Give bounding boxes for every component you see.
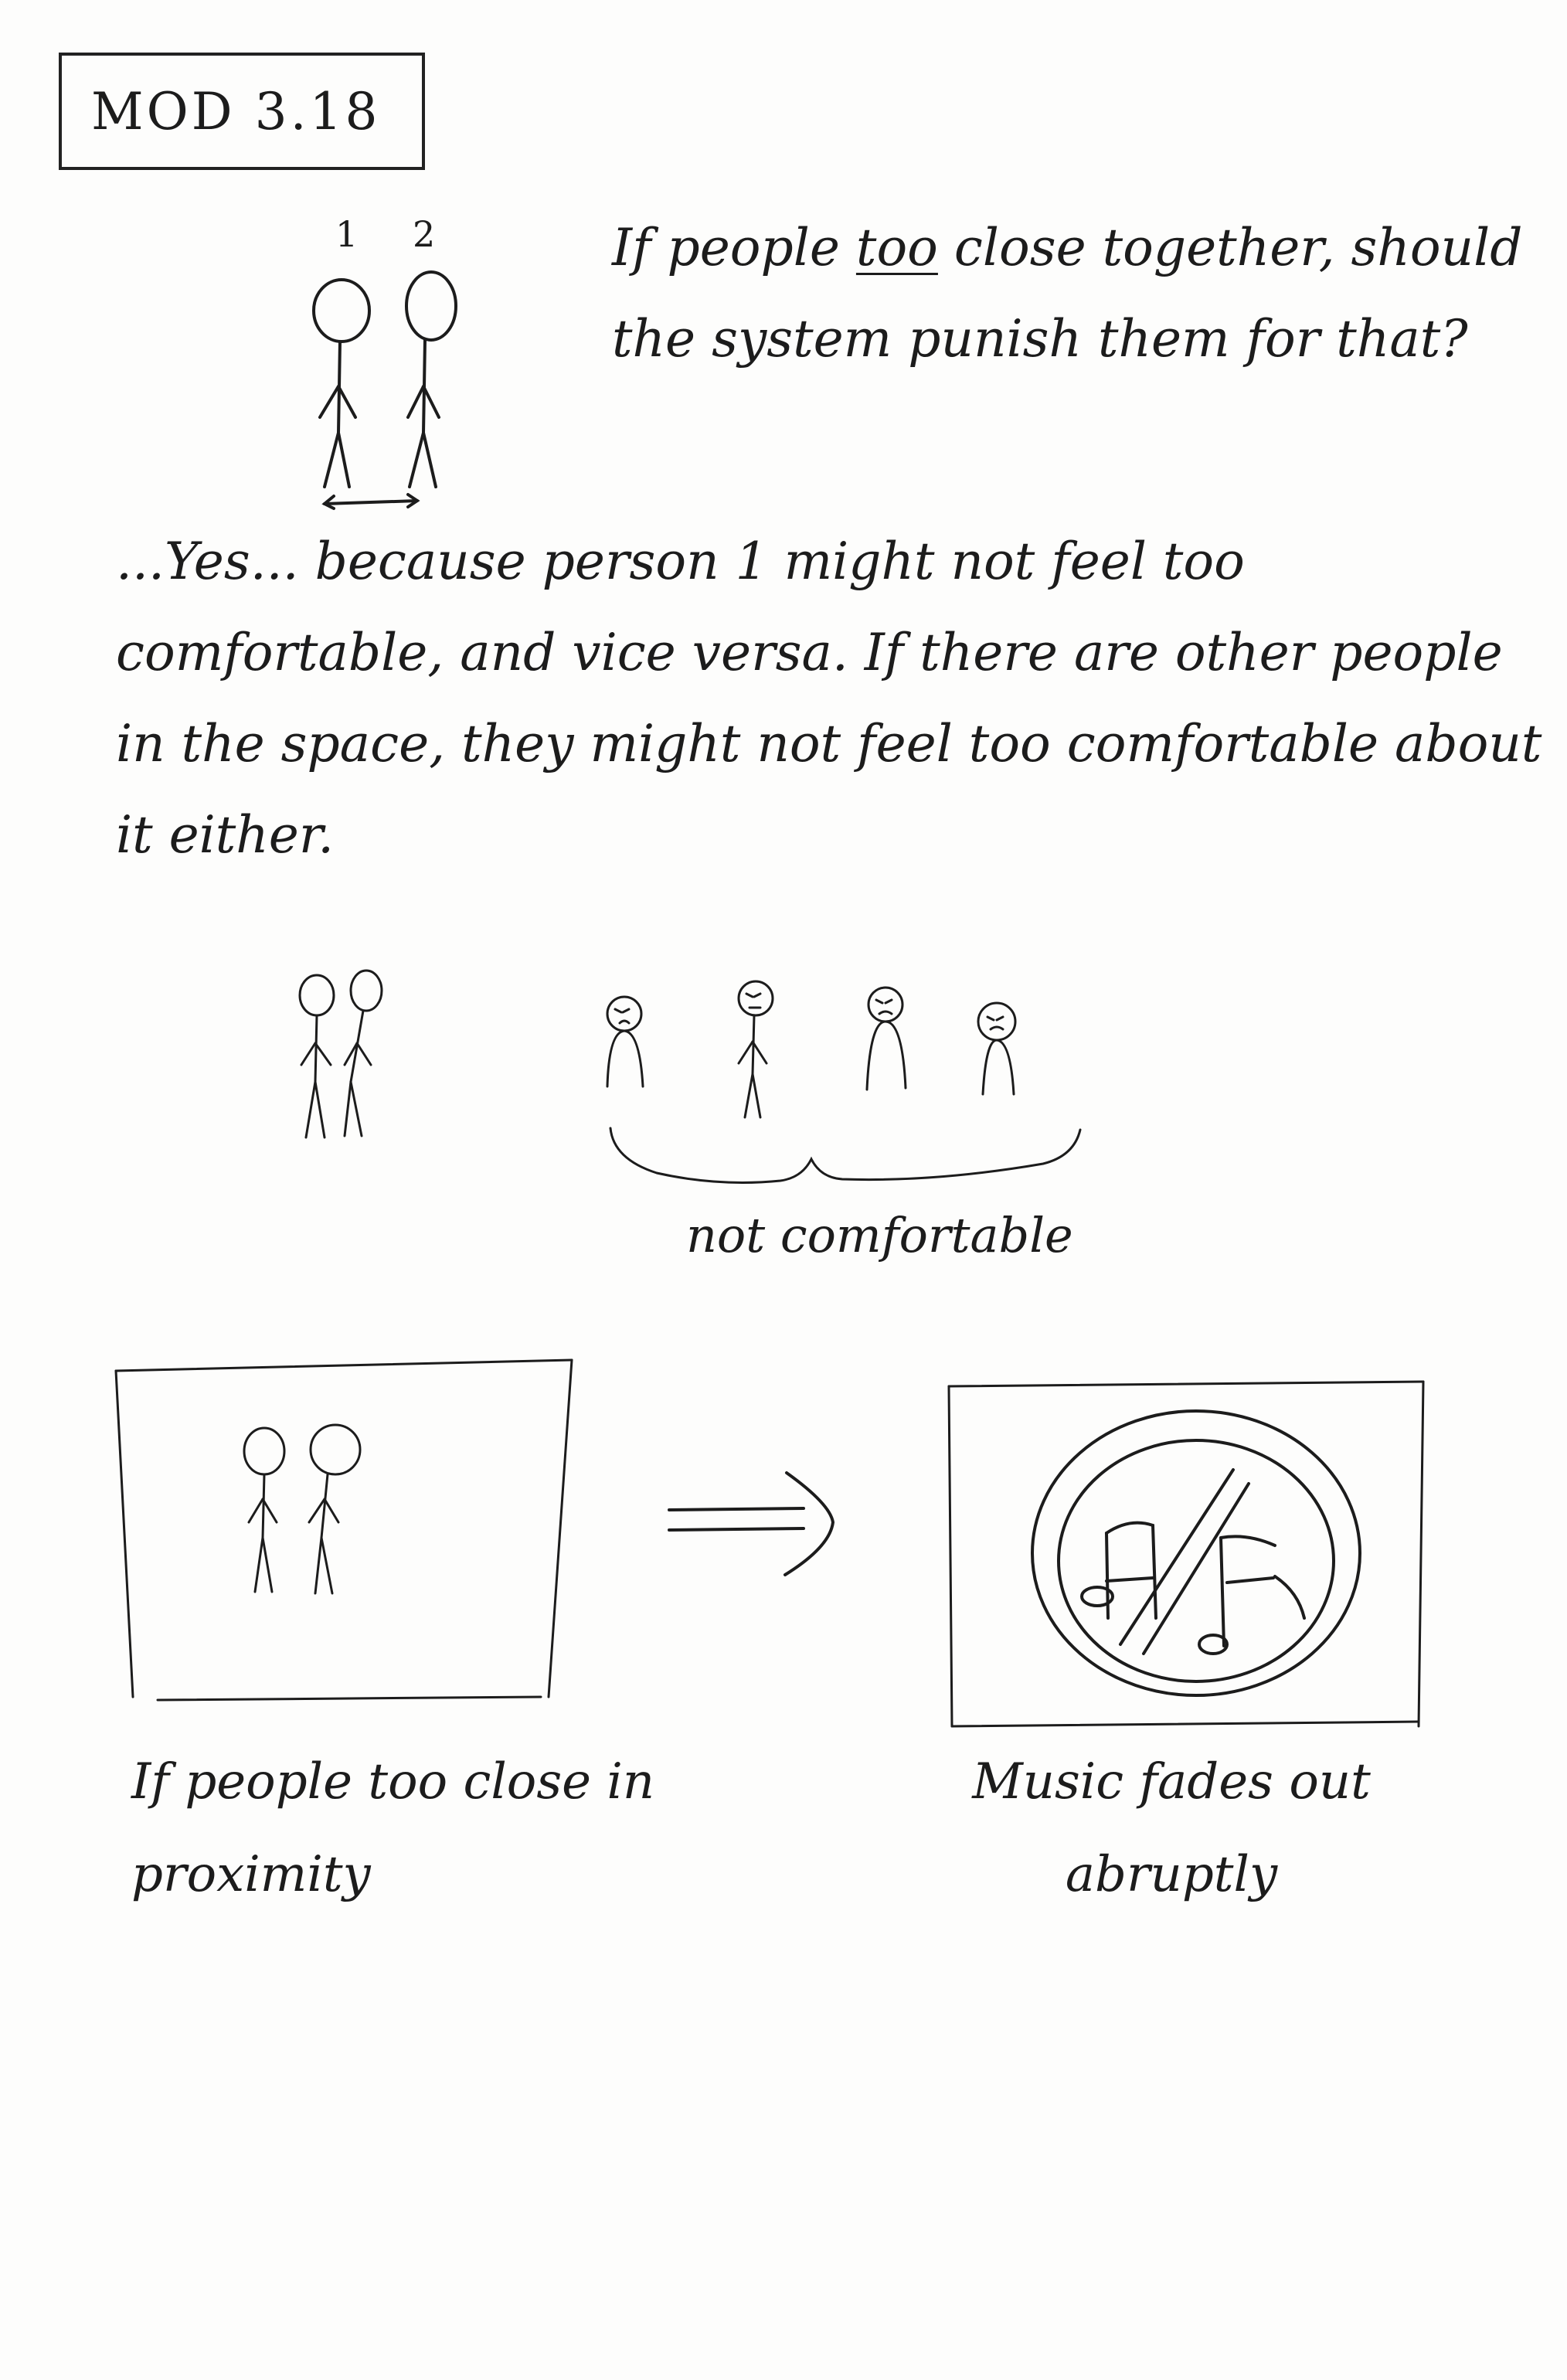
- no-music-icon: [1020, 1399, 1375, 1708]
- storyboard-right-caption: Music fades out abruptly: [972, 1753, 1371, 1903]
- figure-label-1: 1: [335, 213, 359, 255]
- crowd-caption: not comfortable: [686, 1207, 1073, 1263]
- storyboard-frame-left: [108, 1345, 587, 1715]
- question-part1: If people: [612, 218, 856, 277]
- date-tag-box: [59, 53, 425, 170]
- storyboard-frame-right: [935, 1360, 1437, 1731]
- figure-label-2: 2: [413, 213, 436, 255]
- storyboard-left-caption: If people too close in proximity: [131, 1753, 655, 1903]
- close-couple-figure: [286, 966, 410, 1159]
- question-text: If people too close together, should the…: [612, 202, 1555, 385]
- date-tag: MOD 3.18: [91, 82, 381, 141]
- uncomfortable-crowd-figure: [595, 958, 1059, 1221]
- close-people-in-frame-figure: [232, 1414, 371, 1615]
- implies-arrow: [665, 1468, 850, 1576]
- question-underlined: too: [855, 218, 938, 277]
- answer-text: ...Yes... because person 1 might not fee…: [116, 532, 1542, 865]
- two-people-figure: [294, 263, 479, 518]
- question-part2: close together, should the system punish…: [612, 218, 1523, 369]
